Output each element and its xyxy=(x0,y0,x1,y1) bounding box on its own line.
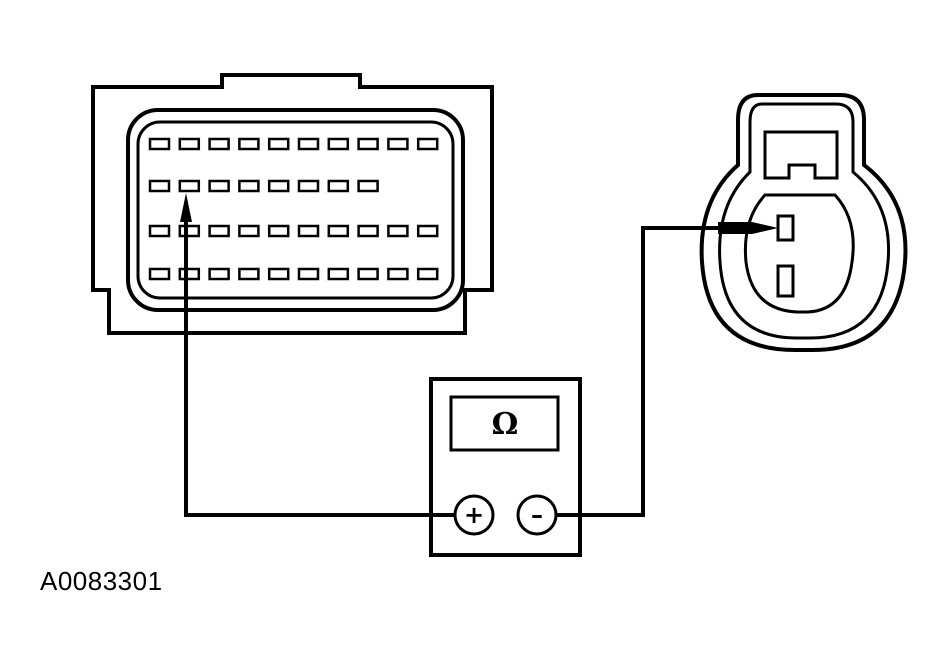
harness-pin xyxy=(357,224,379,238)
harness-pin xyxy=(208,137,230,151)
component-connector-outer-shell xyxy=(699,93,908,352)
component-connector-latch xyxy=(763,130,839,180)
component-connector-pin-2 xyxy=(776,264,795,298)
harness-pin xyxy=(416,137,439,151)
harness-pin xyxy=(416,224,439,238)
harness-pin xyxy=(238,224,260,238)
harness-connector-outer-face xyxy=(126,108,465,312)
positive-terminal-label: + xyxy=(464,501,484,529)
component-connector xyxy=(699,93,908,352)
harness-pin xyxy=(357,179,379,193)
harness-pin xyxy=(297,179,320,193)
ohmmeter-body xyxy=(429,377,582,557)
ohm-symbol: Ω xyxy=(492,407,519,442)
harness-pin xyxy=(208,179,230,193)
harness-pin xyxy=(387,267,409,281)
component-connector-pin-1 xyxy=(776,214,795,242)
ohmmeter-display xyxy=(449,395,560,452)
harness-pin xyxy=(178,179,201,193)
harness-pin xyxy=(267,137,290,151)
negative-test-lead xyxy=(556,226,722,517)
harness-connector-housing xyxy=(91,73,494,335)
harness-pin xyxy=(238,179,260,193)
harness-pin xyxy=(297,224,320,238)
positive-test-lead xyxy=(184,222,455,517)
harness-pin xyxy=(148,267,171,281)
harness-pin xyxy=(208,224,230,238)
harness-pin xyxy=(297,267,320,281)
harness-pin xyxy=(327,137,350,151)
harness-pin xyxy=(357,137,379,151)
harness-pin xyxy=(327,267,350,281)
harness-connector-pin-grid xyxy=(148,137,439,281)
negative-probe-tip xyxy=(718,222,778,234)
harness-pin xyxy=(387,224,409,238)
test-leads xyxy=(184,222,722,517)
component-connector-pin-cavity xyxy=(743,193,855,314)
harness-pin xyxy=(327,224,350,238)
harness-pin xyxy=(238,267,260,281)
harness-pin xyxy=(327,179,350,193)
harness-pin xyxy=(208,267,230,281)
harness-pin xyxy=(357,267,379,281)
component-connector-inner-shell xyxy=(718,102,891,340)
harness-pin xyxy=(416,267,439,281)
harness-pin xyxy=(387,137,409,151)
positive-probe-tip xyxy=(180,193,192,222)
harness-pin xyxy=(178,137,201,151)
harness-pin xyxy=(178,267,201,281)
harness-pin xyxy=(238,137,260,151)
harness-connector-inner-face xyxy=(136,120,455,300)
negative-terminal-label: – xyxy=(531,501,543,529)
figure-id: A0083301 xyxy=(40,566,163,596)
harness-pin xyxy=(178,224,201,238)
harness-connector xyxy=(91,73,494,335)
harness-pin xyxy=(267,224,290,238)
harness-pin xyxy=(297,137,320,151)
harness-pin xyxy=(148,224,171,238)
ohmmeter: Ω + – xyxy=(429,377,582,557)
harness-pin xyxy=(148,137,171,151)
harness-pin xyxy=(267,179,290,193)
harness-pin xyxy=(267,267,290,281)
harness-pin xyxy=(148,179,171,193)
